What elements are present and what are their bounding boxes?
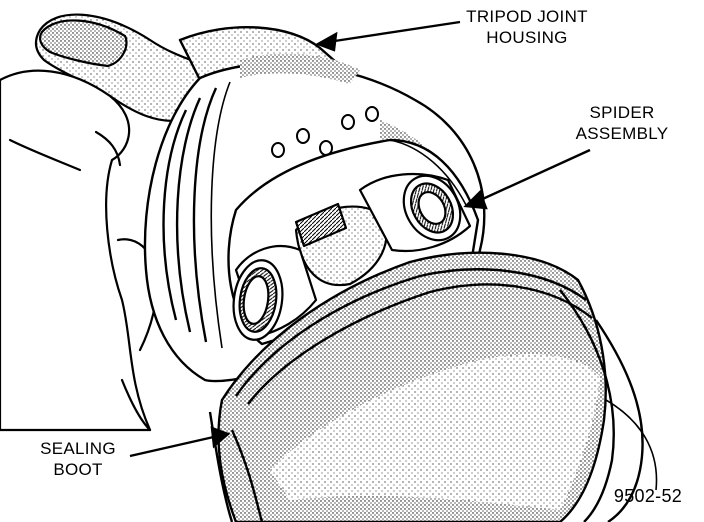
sealing-boot-label-line2: BOOT [53,460,103,479]
tripod-joint-housing-label: TRIPOD JOINT HOUSING [452,6,602,48]
sealing-boot [208,251,658,522]
spider-assembly-leader [463,148,591,210]
spider-assembly [232,172,472,341]
hand-drawing [0,13,219,432]
leader-lines [129,20,591,458]
sealing-boot-leader [129,426,231,458]
sealing-boot-label-line1: SEALING [40,439,116,458]
figure-number: 9502-52 [613,486,683,506]
tripod-joint-housing-label-line2: HOUSING [486,28,568,47]
spider-assembly-label-line1: SPIDER [589,103,655,122]
spider-assembly-label: SPIDER ASSEMBLY [566,102,678,144]
tripod-housing-leader [315,20,461,52]
spider-assembly-label-line2: ASSEMBLY [575,124,669,143]
sealing-boot-label: SEALING BOOT [30,438,126,480]
tripod-joint-housing-label-line1: TRIPOD JOINT [466,7,588,26]
